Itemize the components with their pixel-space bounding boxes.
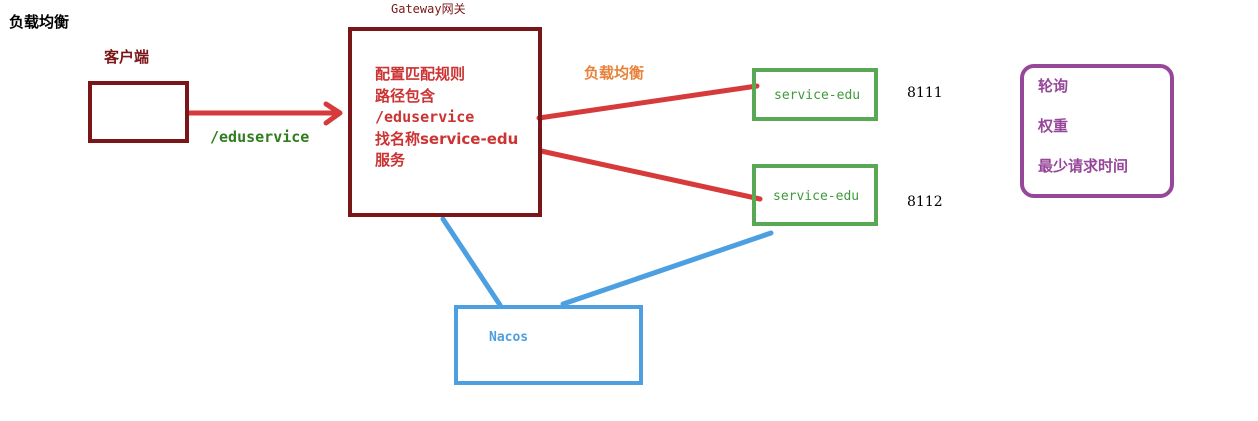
nacos-label: Nacos (489, 330, 529, 345)
gateway-rule-line: 路径包含 (375, 86, 436, 105)
service-box-1 (752, 68, 878, 121)
gateway-to-service1-line (536, 83, 760, 121)
strategy-weight: 权重 (1038, 117, 1069, 135)
gateway-rule-line: 服务 (375, 151, 406, 169)
service-to-nacos-line (560, 230, 774, 307)
nacos-box (454, 305, 643, 385)
gateway-to-nacos-line (440, 216, 503, 308)
service-name-1: service-edu (774, 88, 861, 103)
strategy-round-robin: 轮询 (1038, 77, 1069, 95)
gateway-rule-line: 配置匹配规则 (375, 65, 466, 83)
client-label: 客户端 (104, 48, 150, 66)
gateway-box (348, 27, 542, 217)
diagram-title: 负载均衡 (9, 13, 70, 31)
strategy-least-request-time: 最少请求时间 (1038, 157, 1129, 175)
service-name-2: service-edu (773, 189, 860, 204)
gateway-rules: 配置匹配规则 路径包含 /eduservice 找名称service-edu 服… (375, 64, 518, 172)
request-path-label: /eduservice (210, 128, 310, 146)
client-to-gateway-arrow (186, 101, 343, 126)
strategy-box (1020, 64, 1174, 198)
client-box (88, 81, 189, 143)
gateway-rule-line: 找名称service-edu (375, 129, 519, 148)
load-balance-label: 负载均衡 (584, 64, 645, 82)
gateway-label: Gateway网关 (391, 2, 466, 16)
gateway-rule-line: /eduservice (375, 108, 475, 126)
service-port-1: 8111 (907, 85, 943, 101)
gateway-to-service2-line (538, 148, 763, 202)
service-box-2 (752, 164, 878, 226)
service-port-2: 8112 (907, 194, 943, 210)
